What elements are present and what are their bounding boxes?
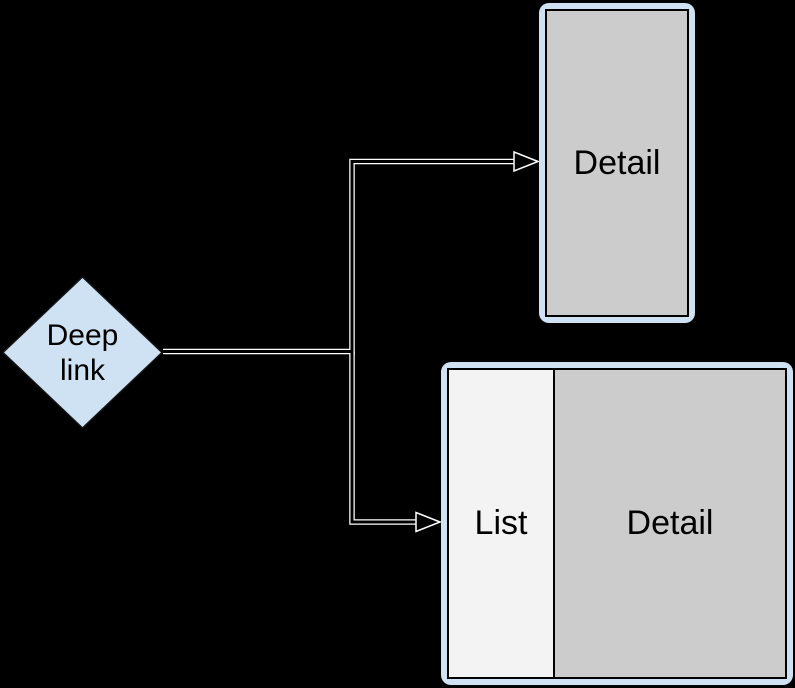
edge-deep-link-to-tablet-list-detail (349, 351, 418, 525)
edge-core (163, 160, 514, 353)
tablet-list-pane: List (449, 370, 555, 677)
edge-casing (163, 158, 514, 355)
edge-deep-link-to-phone-detail (163, 158, 514, 355)
node-compact-screen: Detail (539, 3, 695, 323)
tablet-screen: List Detail (447, 368, 787, 679)
deep-link-label: Deep link (46, 318, 119, 387)
tablet-list-label: List (474, 504, 528, 542)
arrowhead-icon (415, 511, 443, 533)
edge-casing (349, 351, 418, 525)
node-expanded-screen: List Detail (441, 362, 793, 685)
edge-core (350, 351, 418, 524)
phone-detail-label: Detail (573, 143, 661, 182)
tablet-detail-pane: Detail (555, 370, 785, 677)
tablet-detail-label: Detail (626, 504, 714, 542)
phone-detail-pane: Detail (545, 9, 689, 317)
arrowhead-icon (513, 150, 541, 173)
node-deep-link: Deep link (2, 276, 163, 429)
diamond-shape (2, 276, 163, 429)
